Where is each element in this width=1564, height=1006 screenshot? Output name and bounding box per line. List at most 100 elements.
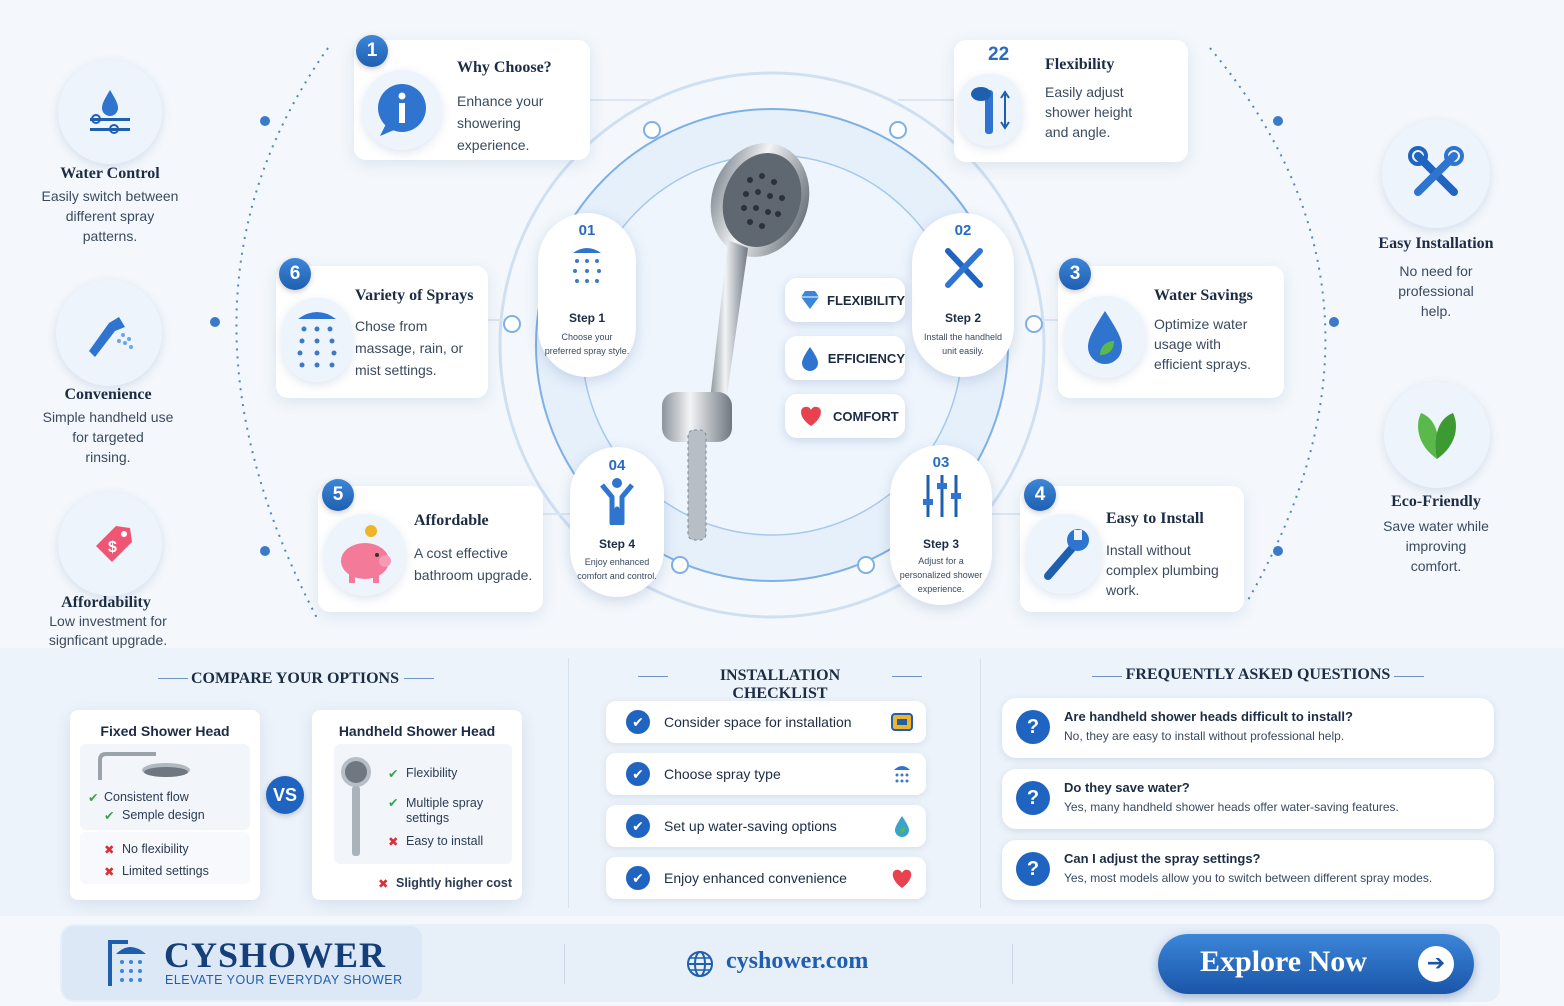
divider: [564, 944, 565, 984]
faq-heading: FREQUENTLY ASKED QUESTIONS: [1125, 666, 1391, 683]
handheld-shower-illustration: [662, 143, 810, 541]
fixed-con-2: ✖Limited settings: [104, 864, 209, 879]
info-icon: [362, 70, 442, 150]
divider: [638, 676, 668, 677]
svg-text:$: $: [108, 539, 117, 556]
shower-icon: [894, 766, 910, 783]
arrow-right-icon: ➔: [1418, 946, 1454, 982]
faq-item-1[interactable]: ? Are handheld shower heads difficult to…: [1002, 698, 1494, 758]
check-icon: ✔: [388, 796, 399, 810]
diamond-icon: [801, 291, 819, 309]
faq-item-2[interactable]: ? Do they save water? Yes, many handheld…: [1002, 769, 1494, 829]
checklist-item-3[interactable]: ✔ Set up water-saving options: [606, 805, 926, 847]
cross-icon: ✖: [104, 843, 115, 857]
explore-now-button[interactable]: Explore Now ➔: [1158, 934, 1474, 994]
website-link[interactable]: cyshower.com: [726, 948, 869, 974]
cross-icon: ✖: [378, 877, 389, 891]
check-icon: ✔: [104, 809, 115, 823]
divider: [568, 658, 569, 908]
handheld-shower-title: Handheld Shower Head: [338, 723, 496, 739]
badge-1: 1: [356, 35, 388, 67]
explore-now-label: Explore Now: [1200, 945, 1367, 978]
price-tag-icon: $: [58, 492, 162, 596]
handheld-shower-head-icon: [341, 757, 371, 856]
happy-person-icon: [600, 478, 634, 525]
card-water-savings-title: Water Savings: [1154, 287, 1253, 304]
card-flexibility-title: Flexibility: [1045, 56, 1115, 73]
tools-icon-small: [945, 248, 983, 288]
rain-shower-icon: [282, 298, 352, 382]
pill-comfort-label: COMFORT: [833, 408, 899, 424]
divider: [1092, 676, 1122, 677]
badge-4: 4: [1024, 479, 1056, 511]
fixed-shower-card: Fixed Shower Head ✔Consistent flow ✔Semp…: [70, 710, 260, 900]
step-4-number: 04: [608, 457, 626, 474]
handheld-pro-2: ✔Multiple spray settings: [388, 796, 484, 825]
faq-question-3: Can I adjust the spray settings?: [1064, 851, 1261, 866]
faq-answer-1: No, they are easy to install without pro…: [1064, 729, 1345, 743]
fixed-cons-box: [80, 832, 250, 884]
handheld-pro-1: ✔Flexibility: [388, 766, 458, 781]
faq-item-3[interactable]: ? Can I adjust the spray settings? Yes, …: [1002, 840, 1494, 900]
question-icon: ?: [1016, 852, 1050, 886]
card-affordable-title: Affordable: [414, 512, 489, 529]
brand-tagline: ELEVATE YOUR EVERYDAY SHOWER: [165, 973, 403, 987]
easy-installation-title: Easy Installation: [1378, 235, 1494, 252]
badge-22: 22: [988, 44, 1010, 65]
water-control-icon: [58, 60, 162, 164]
leaf-icon: [1384, 382, 1490, 488]
faq-answer-2: Yes, many handheld shower heads offer wa…: [1064, 800, 1399, 814]
checklist-item-4[interactable]: ✔ Enjoy enhanced convenience: [606, 857, 926, 899]
step-2-title: Step 2: [944, 311, 981, 325]
card-easy-to-install-title: Easy to Install: [1106, 510, 1204, 527]
handheld-extra-con: ✖Slightly higher cost: [378, 876, 512, 891]
faq-answer-3: Yes, most models allow you to switch bet…: [1064, 871, 1433, 885]
pill-flexibility-label: FLEXIBILITY: [827, 292, 905, 308]
card-why-choose-title: Why Choose?: [457, 59, 552, 76]
checklist-item-2-label: Choose spray type: [664, 766, 781, 782]
heart-icon: [801, 406, 821, 426]
adjustable-shower-icon: [958, 74, 1022, 146]
badge-6: 6: [279, 258, 311, 290]
water-control-title: Water Control: [60, 165, 160, 182]
handheld-spray-icon: [56, 280, 162, 386]
water-drop-leaf-icon: [895, 816, 909, 837]
fixed-pros-box: [80, 744, 250, 830]
divider: [404, 678, 434, 679]
checklist-item-1-label: Consider space for installation: [664, 714, 852, 730]
wrench-icon: [1026, 514, 1102, 594]
tools-icon: [1382, 120, 1490, 228]
checklist-item-3-label: Set up water-saving options: [664, 818, 837, 834]
fixed-pro-1: ✔Consistent flow: [88, 790, 189, 805]
fixed-shower-title: Fixed Shower Head: [100, 723, 230, 739]
step-3-number: 03: [932, 454, 950, 471]
pill-efficiency: EFFICIENCY: [785, 336, 905, 380]
check-icon: ✔: [388, 767, 399, 781]
question-icon: ?: [1016, 710, 1050, 744]
checklist-item-2[interactable]: ✔ Choose spray type: [606, 753, 926, 795]
checklist-item-1[interactable]: ✔ Consider space for installation: [606, 701, 926, 743]
faq-question-2: Do they save water?: [1064, 780, 1190, 795]
step-2-number: 02: [954, 222, 972, 239]
fixed-con-1: ✖No flexibility: [104, 842, 189, 857]
cross-icon: ✖: [388, 835, 399, 849]
step-3-title: Step 3: [922, 537, 959, 551]
brand-shower-logo-icon: [108, 940, 146, 986]
